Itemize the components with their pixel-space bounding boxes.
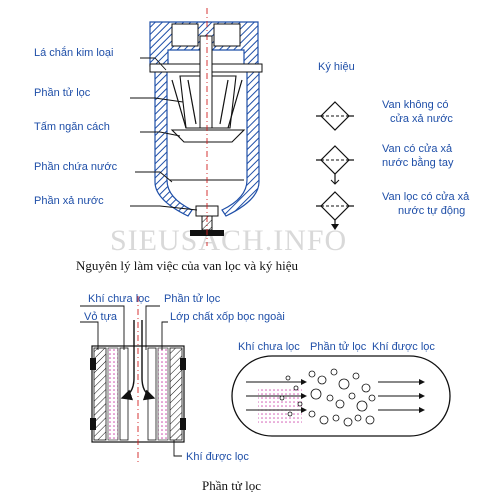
filter-valve-section	[130, 8, 263, 246]
label-water-chamber: Phần chứa nước	[34, 161, 118, 173]
symbol-no-drain-line2: cửa xả nước	[390, 113, 453, 125]
label-separator-plate: Tấm ngăn cách	[34, 121, 110, 133]
support-shell-left	[93, 347, 107, 441]
bottom-caption: Phần tử lọc	[202, 478, 261, 493]
label-support-shell: Vỏ tựa	[84, 311, 118, 323]
valve-top-port-right	[213, 23, 241, 47]
foam-layer-right	[157, 347, 169, 441]
symbol-heading: Ký hiệu	[318, 61, 355, 73]
symbol-auto-line2: nước tự động	[398, 205, 465, 217]
label-dirty-air: Khí chưa lọc	[88, 293, 150, 305]
inner-element-left	[119, 347, 129, 441]
label-filter-element-bottom: Phần tử lọc	[164, 293, 221, 305]
symbol-auto-drain-icon	[316, 191, 354, 230]
symbol-legend: Ký hiệu Van không có cửa xả nước Van có …	[316, 61, 470, 230]
symbol-no-drain-icon	[316, 101, 354, 131]
top-caption: Nguyên lý làm việc của van lọc và ký hiệ…	[76, 258, 299, 273]
symbol-auto-line1: Van lọc có cửa xả	[382, 191, 470, 203]
fine-particle-zone	[258, 388, 302, 424]
valve-bowl-left-wall	[154, 65, 193, 217]
filter-element-section	[80, 296, 186, 462]
particles	[279, 368, 376, 427]
support-shell-right	[169, 347, 183, 441]
foam-layer-left	[107, 347, 119, 441]
label-clean-air-bottom: Khí được lọc	[186, 451, 249, 463]
inner-element-right	[147, 347, 157, 441]
label-metal-plate: Lá chắn kim loại	[34, 46, 114, 59]
flow-label-dirty-air: Khí chưa lọc	[238, 341, 300, 353]
label-drain: Phần xả nước	[34, 195, 104, 207]
symbol-manual-line1: Van có cửa xả	[382, 143, 453, 155]
flow-label-clean-air: Khí được lọc	[372, 341, 435, 353]
separator-plate	[170, 129, 246, 143]
valve-labels: Lá chắn kim loại Phần tử lọc Tấm ngăn cá…	[34, 46, 118, 207]
label-foam-layer: Lớp chất xốp bọc ngoài	[170, 311, 285, 323]
symbol-no-drain-line1: Van không có	[382, 99, 448, 111]
label-filter-element: Phần tử lọc	[34, 87, 91, 99]
filter-element-labels: Khí chưa lọc Phần tử lọc Vỏ tựa Lớp chất…	[84, 293, 285, 463]
valve-top-port-left	[171, 23, 199, 47]
deflector-stem	[199, 35, 213, 129]
flow-label-filter-element: Phần tử lọc	[310, 341, 367, 353]
symbol-manual-drain-icon	[316, 145, 354, 185]
symbol-manual-line2: nước bằng tay	[382, 156, 454, 169]
watermark-text: SIEUSACH.INFO	[110, 224, 347, 257]
flow-capsule: Khí chưa lọc Phần tử lọc Khí được lọc	[231, 341, 451, 437]
valve-bowl-right-wall	[221, 65, 260, 217]
